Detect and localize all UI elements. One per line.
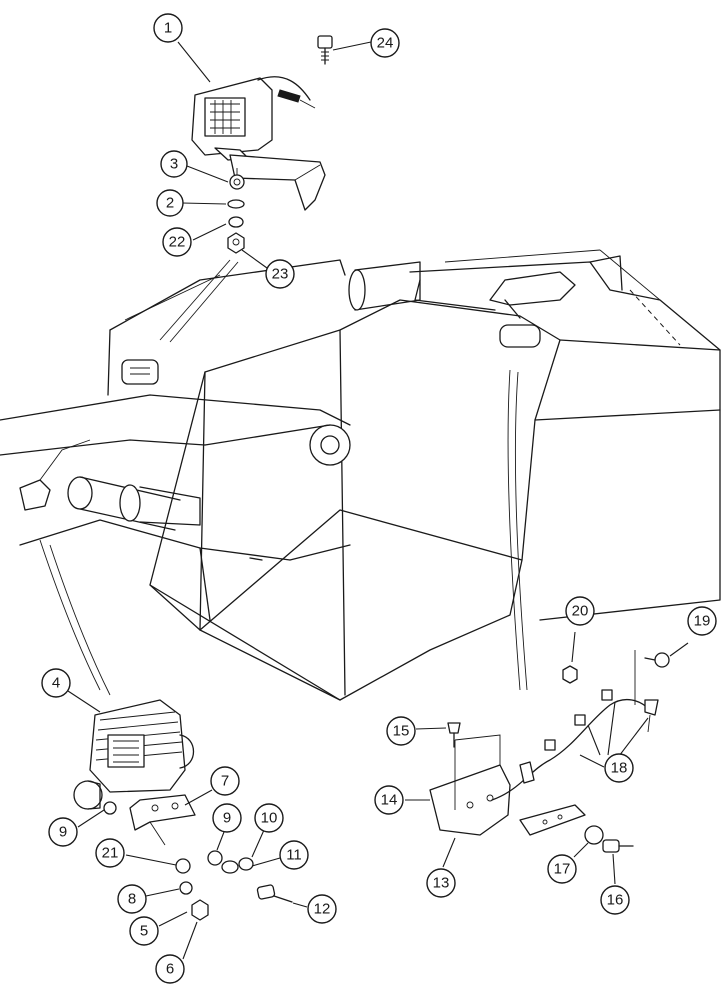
svg-text:19: 19 bbox=[694, 613, 711, 630]
svg-text:9: 9 bbox=[223, 810, 231, 827]
svg-text:15: 15 bbox=[393, 723, 410, 740]
rear-light-bracket bbox=[429, 650, 670, 853]
callout-3: 3 bbox=[160, 150, 188, 178]
svg-text:10: 10 bbox=[261, 810, 278, 827]
callout-20: 20 bbox=[565, 596, 595, 626]
callout-6: 6 bbox=[155, 954, 185, 984]
callout-19: 19 bbox=[687, 606, 717, 636]
callout-12: 12 bbox=[307, 894, 337, 924]
callout-23: 23 bbox=[265, 259, 295, 289]
bolt-24 bbox=[317, 35, 333, 65]
svg-text:1: 1 bbox=[164, 20, 172, 37]
callout-5: 5 bbox=[129, 916, 159, 946]
machine-frame bbox=[0, 249, 721, 701]
svg-text:17: 17 bbox=[554, 861, 571, 878]
svg-text:21: 21 bbox=[102, 845, 119, 862]
callout-10: 10 bbox=[254, 803, 284, 833]
callout-15: 15 bbox=[386, 716, 416, 746]
callout-11: 11 bbox=[279, 840, 309, 870]
callout-13: 13 bbox=[426, 868, 456, 898]
callout-16: 16 bbox=[600, 885, 630, 915]
callout-9b: 9 bbox=[212, 803, 242, 833]
svg-text:20: 20 bbox=[572, 603, 589, 620]
svg-text:18: 18 bbox=[611, 760, 628, 777]
callout-7: 7 bbox=[210, 766, 240, 796]
leader-lines bbox=[67, 41, 689, 960]
callout-24: 24 bbox=[370, 28, 400, 58]
svg-text:6: 6 bbox=[166, 961, 174, 978]
svg-text:3: 3 bbox=[170, 156, 178, 173]
work-light-1 bbox=[191, 76, 326, 211]
callout-2: 2 bbox=[156, 189, 184, 217]
callout-8: 8 bbox=[117, 884, 147, 914]
callout-21: 21 bbox=[95, 838, 125, 868]
callout-4: 4 bbox=[41, 668, 71, 698]
svg-text:2: 2 bbox=[166, 195, 174, 212]
svg-text:4: 4 bbox=[52, 675, 60, 692]
svg-text:7: 7 bbox=[221, 773, 229, 790]
svg-text:14: 14 bbox=[381, 792, 398, 809]
svg-text:5: 5 bbox=[140, 923, 148, 940]
svg-text:13: 13 bbox=[433, 875, 450, 892]
callout-17: 17 bbox=[547, 854, 577, 884]
work-light-4 bbox=[73, 699, 293, 921]
svg-text:12: 12 bbox=[314, 901, 331, 918]
svg-text:9: 9 bbox=[59, 824, 67, 841]
svg-text:24: 24 bbox=[377, 35, 394, 52]
svg-text:22: 22 bbox=[169, 234, 186, 251]
svg-text:8: 8 bbox=[128, 891, 136, 908]
callout-9a: 9 bbox=[48, 817, 78, 847]
callout-18: 18 bbox=[604, 753, 634, 783]
svg-text:11: 11 bbox=[286, 847, 302, 864]
callout-1: 1 bbox=[153, 13, 183, 43]
svg-text:23: 23 bbox=[272, 266, 289, 283]
mount-hardware-stack bbox=[227, 168, 245, 254]
svg-text:16: 16 bbox=[607, 892, 624, 909]
callout-14: 14 bbox=[374, 785, 404, 815]
callout-22: 22 bbox=[162, 227, 192, 257]
